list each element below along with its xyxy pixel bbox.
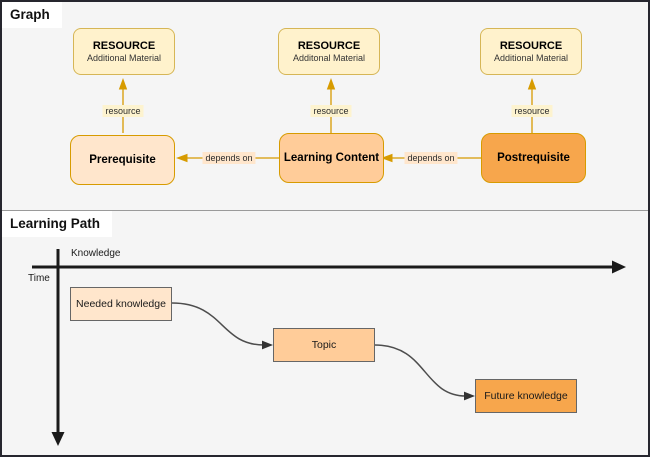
resource-box-subtitle: Additonal Material: [292, 52, 366, 63]
edge-label-resource-right: resource: [511, 105, 553, 117]
resource-box-subtitle: Additional Material: [493, 52, 569, 63]
resource-box-subtitle: Additional Material: [86, 52, 162, 63]
node-learning-content: Learning Content: [279, 133, 384, 183]
learning-path-section-title: Learning Path: [2, 211, 113, 237]
resource-box-middle: RESOURCE Additonal Material: [278, 28, 380, 75]
node-topic: Topic: [273, 328, 375, 362]
resource-box-title: RESOURCE: [499, 39, 563, 52]
section-divider: [2, 210, 648, 211]
edge-label-resource-left: resource: [102, 105, 144, 117]
resource-box-title: RESOURCE: [92, 39, 156, 52]
node-needed-knowledge: Needed knowledge: [70, 287, 172, 321]
graph-section-title: Graph: [2, 2, 62, 28]
resource-box-right: RESOURCE Additional Material: [480, 28, 582, 75]
node-postrequisite: Postrequisite: [481, 133, 586, 183]
edge-label-depends-right: depends on: [404, 152, 458, 164]
y-axis-label: Time: [28, 273, 50, 284]
time-axis: [51, 249, 65, 446]
edge-label-resource-middle: resource: [310, 105, 352, 117]
edge-label-depends-left: depends on: [202, 152, 256, 164]
resource-box-left: RESOURCE Additional Material: [73, 28, 175, 75]
connector-needed-to-topic: [171, 302, 273, 350]
resource-box-title: RESOURCE: [297, 39, 361, 52]
knowledge-axis: [32, 260, 626, 274]
connector-topic-to-future: [374, 344, 475, 401]
x-axis-label: Knowledge: [71, 248, 121, 259]
node-prerequisite: Prerequisite: [70, 135, 175, 185]
node-future-knowledge: Future knowledge: [475, 379, 577, 413]
